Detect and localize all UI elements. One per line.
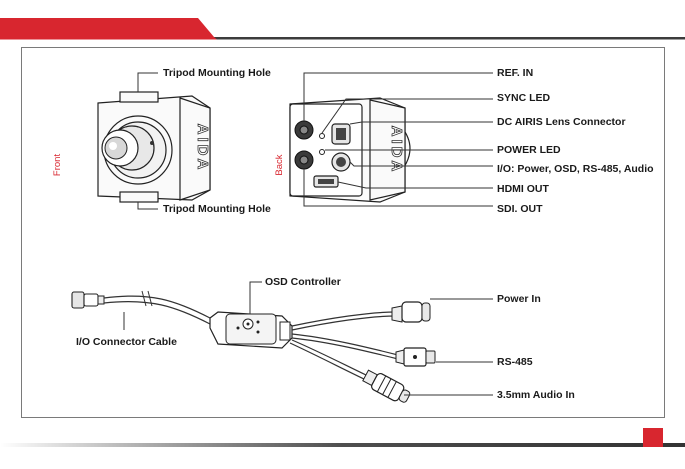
page-number-block <box>643 428 663 447</box>
power-in-plug <box>392 302 430 322</box>
leader-front-bottom <box>138 202 158 209</box>
label-audio-in: 3.5mm Audio In <box>497 389 575 401</box>
back-side-label: Back <box>274 154 285 175</box>
front-side-label: Front <box>52 154 63 177</box>
leader-osd <box>250 282 262 314</box>
label-osd-controller: OSD Controller <box>265 276 341 288</box>
sync-led <box>320 134 325 139</box>
leader-front-top <box>138 73 158 92</box>
label-power-led: POWER LED <box>497 144 561 156</box>
io-connector-plug <box>72 292 104 308</box>
io-cable-assembly <box>72 291 435 406</box>
label-power-in: Power In <box>497 293 541 305</box>
label-tripod-bottom: Tripod Mounting Hole <box>163 203 271 215</box>
footer-line <box>0 443 685 447</box>
label-ref-in: REF. IN <box>497 67 533 79</box>
footer-bar <box>0 428 685 469</box>
rs485-plug <box>396 348 435 366</box>
audio-jack <box>361 367 412 405</box>
label-dc-airis: DC AIRIS Lens Connector <box>497 116 626 128</box>
label-sdi-out: SDI. OUT <box>497 203 543 215</box>
label-io: I/O: Power, OSD, RS-485, Audio <box>497 163 654 175</box>
label-tripod-top: Tripod Mounting Hole <box>163 67 271 79</box>
front-brand-mark: AIDA <box>194 124 211 173</box>
front-camera: AIDA <box>98 92 211 202</box>
label-hdmi-out: HDMI OUT <box>497 183 549 195</box>
label-rs485: RS-485 <box>497 356 533 368</box>
power-led <box>320 150 325 155</box>
osd-controller <box>210 312 292 348</box>
label-sync-led: SYNC LED <box>497 92 551 104</box>
label-io-connector-cable: I/O Connector Cable <box>76 336 177 348</box>
